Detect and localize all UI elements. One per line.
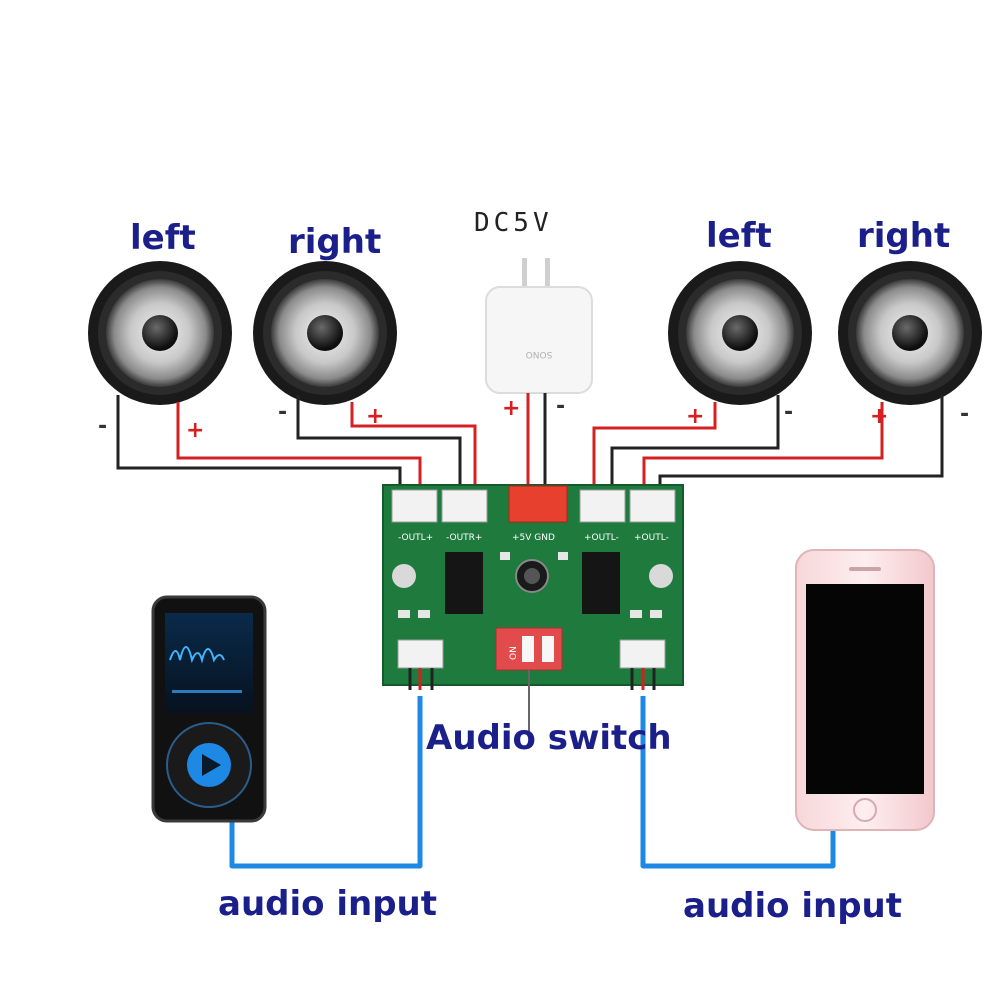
- speaker-left-1-label: left: [130, 218, 196, 258]
- audio-cables: [229, 696, 836, 869]
- speaker-left-1: [88, 261, 232, 405]
- speaker-right-2: [838, 261, 982, 405]
- polarity-plus-4: +: [870, 404, 889, 429]
- polarity-minus-2: -: [278, 400, 288, 425]
- polarity-minus-3: -: [784, 400, 794, 425]
- pin-label-5v-gnd: +5V GND: [512, 533, 555, 543]
- speaker-right-2-label: right: [857, 216, 951, 256]
- switch-on-label: ON: [509, 646, 519, 660]
- smartphone: [795, 549, 935, 831]
- pin-label-outl-3: +OUTL-: [634, 533, 669, 543]
- input-wires-board: [408, 668, 656, 690]
- polarity-plus-power: +: [502, 396, 521, 421]
- svg-text:SONO: SONO: [526, 349, 553, 359]
- polarity-minus-1: -: [98, 414, 108, 439]
- speaker-right-1: [253, 261, 397, 405]
- wires-black: [116, 393, 944, 495]
- polarity-minus-power: -: [556, 394, 566, 419]
- pin-label-outl-1: -OUTL+: [398, 533, 433, 543]
- pin-label-outl-2: +OUTL-: [584, 533, 619, 543]
- polarity-plus-1: +: [186, 418, 205, 443]
- audio-input-label-2: audio input: [683, 886, 902, 926]
- power-label: DC5V: [474, 208, 553, 238]
- audio-switch-label: Audio switch: [426, 718, 672, 758]
- amplifier-board: [382, 484, 684, 686]
- audio-input-label-1: audio input: [218, 884, 437, 924]
- speaker-left-2-label: left: [706, 216, 772, 256]
- power-adapter: SONO: [485, 258, 593, 394]
- speaker-left-2: [668, 261, 812, 405]
- mp3-player: [151, 595, 267, 823]
- wires-red: [176, 393, 884, 495]
- pin-label-outr: -OUTR+: [446, 533, 482, 543]
- polarity-plus-3: +: [686, 404, 705, 429]
- speaker-right-1-label: right: [288, 222, 382, 262]
- polarity-plus-2: +: [366, 404, 385, 429]
- polarity-minus-4: -: [960, 402, 970, 427]
